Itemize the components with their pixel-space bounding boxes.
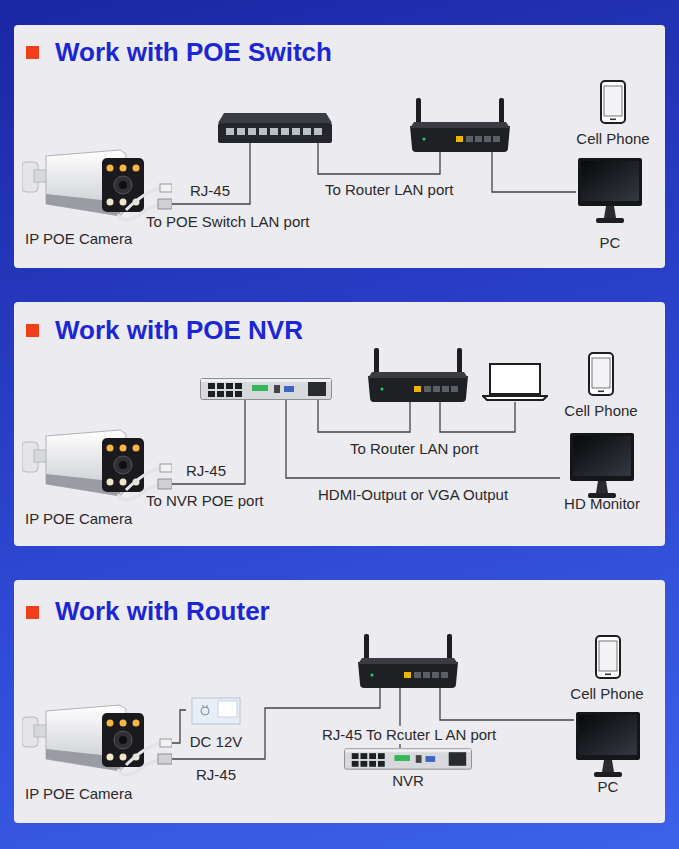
device-label: HD Monitor: [564, 495, 640, 513]
panel-background: [14, 580, 665, 823]
diagram-panel: Work with POE Switch IP POE Camera Cell Ph…: [14, 25, 665, 268]
connector-line: [286, 400, 560, 478]
device-label: NVR: [392, 772, 424, 790]
switch-device: [218, 113, 332, 143]
router-device: [356, 634, 460, 688]
device-label: DC 12V: [190, 733, 243, 751]
device-label: PC: [598, 778, 619, 796]
device-label: IP POE Camera: [25, 230, 132, 248]
device-label: IP POE Camera: [25, 510, 132, 528]
nvr-icon: [201, 379, 332, 400]
monitor-icon: [578, 158, 642, 223]
device-label: Cell Phone: [564, 402, 637, 420]
connector-label: RJ-45: [190, 182, 230, 200]
edge-label: RJ-45 To Rcuter L AN port: [319, 726, 499, 744]
monitor-icon: [576, 712, 640, 777]
connector-line: [172, 710, 186, 743]
panel-background: [14, 302, 665, 546]
connector-line: [492, 152, 576, 192]
nvr-icon: [344, 749, 471, 769]
label-anchor: To Router LAN port: [350, 440, 478, 458]
camera-icon: [22, 150, 172, 220]
connector-line: [318, 143, 440, 174]
laptop-device: [482, 362, 548, 402]
monitor-icon: [570, 433, 634, 498]
router-device: [408, 98, 512, 152]
nvr-device: [200, 378, 332, 400]
label-anchor: RJ-45: [186, 462, 226, 480]
bullet-square: [26, 46, 39, 59]
laptop-icon: [483, 364, 547, 400]
connector-line: [172, 400, 245, 484]
label-anchor: RJ-45 To Rcuter L AN port: [322, 726, 499, 744]
connector-line: [440, 402, 515, 432]
camera-device: IP POE Camera: [22, 703, 172, 803]
panel-heading: Work with POE NVR: [55, 315, 665, 345]
connector-label: RJ-45: [196, 766, 236, 784]
diagram-panel: Work with POE NVR IP POE Camera Cell Phone…: [14, 302, 665, 546]
label-anchor: RJ-45: [196, 766, 236, 784]
phone-device: Cell Phone: [573, 78, 653, 148]
bullet-square: [26, 324, 39, 337]
router-device: [366, 348, 470, 402]
edge-label: To Router LAN port: [325, 181, 453, 199]
monitor-device: PC: [574, 710, 642, 796]
label-anchor: To Router LAN port: [325, 181, 453, 199]
phone-icon: [589, 353, 613, 395]
label-anchor: HDMI-Output or VGA Output: [318, 486, 508, 504]
panel-heading: Work with POE Switch: [55, 37, 665, 67]
label-anchor: To POE Switch LAN port: [146, 213, 309, 231]
power-adapter-icon: [192, 698, 240, 724]
power-adapter: DC 12V: [186, 695, 246, 751]
camera-device: IP POE Camera: [22, 148, 172, 248]
camera-icon: [22, 705, 172, 775]
connector-line: [172, 688, 380, 759]
panel-background: [14, 25, 665, 268]
device-label: IP POE Camera: [25, 785, 132, 803]
camera-icon: [22, 430, 172, 500]
label-anchor: To NVR POE port: [146, 492, 264, 510]
connector-line: [172, 143, 250, 204]
device-label: Cell Phone: [570, 685, 643, 703]
edge-label: To NVR POE port: [146, 492, 264, 510]
camera-device: IP POE Camera: [22, 428, 172, 528]
bullet-square: [26, 606, 39, 619]
connector-label: RJ-45: [186, 462, 226, 480]
router-icon: [358, 634, 458, 688]
label-anchor: RJ-45: [190, 182, 230, 200]
phone-device: Cell Phone: [567, 633, 647, 703]
router-icon: [410, 98, 510, 152]
connector-line: [440, 688, 574, 720]
connector-line: [318, 400, 410, 432]
monitor-device: PC: [576, 156, 644, 252]
phone-icon: [601, 81, 625, 123]
diagram-panel: Work with Router IP POE Camera DC 12V NVR Ce…: [14, 580, 665, 823]
switch-icon: [218, 113, 332, 143]
edge-label: To POE Switch LAN port: [146, 213, 309, 231]
nvr-device: NVR: [344, 748, 472, 790]
router-icon: [368, 348, 468, 402]
phone-device: Cell Phone: [561, 350, 641, 420]
panel-heading: Work with Router: [55, 596, 665, 626]
monitor-device: HD Monitor: [560, 433, 644, 513]
device-label: PC: [600, 234, 621, 252]
device-label: Cell Phone: [576, 130, 649, 148]
edge-label: To Router LAN port: [350, 440, 478, 458]
edge-label: HDMI-Output or VGA Output: [318, 486, 508, 504]
phone-icon: [596, 636, 620, 678]
